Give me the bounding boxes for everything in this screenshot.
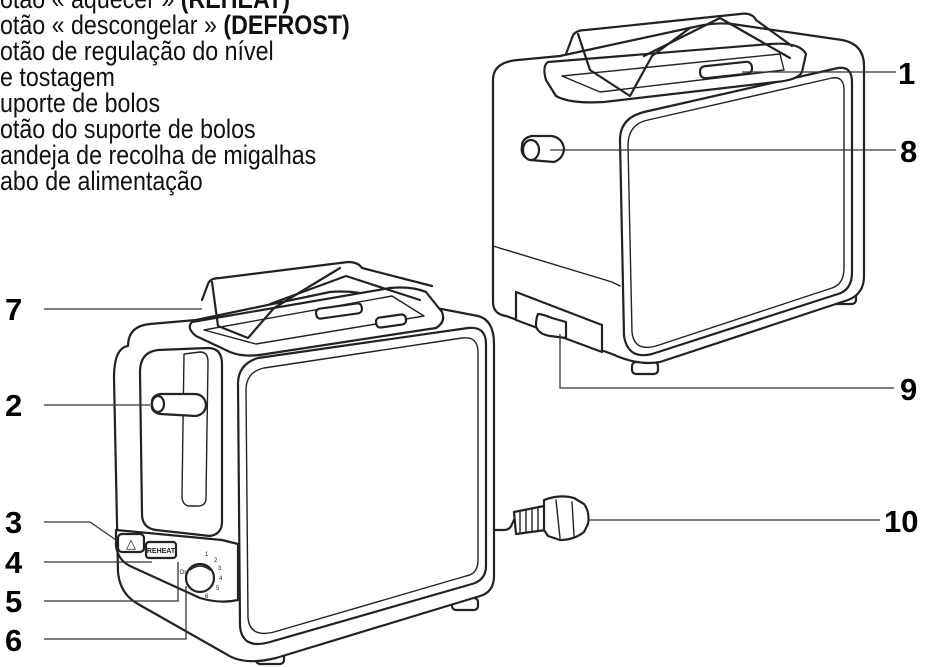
legend-item-bun-rack: uporte de bolos (0, 88, 161, 118)
dial-scale-5: 5 (216, 586, 220, 592)
cord-strain-relief (512, 504, 548, 536)
warning-symbol: △ (126, 536, 136, 551)
legend-item-browning-dial-cont: e tostagem (0, 62, 115, 92)
callout-4: 4 (5, 545, 23, 580)
power-cord (492, 495, 590, 542)
callout-8: 8 (900, 134, 917, 169)
leader-3 (44, 521, 117, 541)
browning-dial (184, 562, 216, 594)
bun-rack (200, 260, 434, 302)
front-side-panel-inner (245, 337, 479, 635)
leader-lines (44, 71, 896, 640)
legend-item-reheat: otão « aquecer » (REHEAT) (0, 0, 350, 13)
defrost-button (116, 532, 146, 554)
callout-10: 10 (884, 504, 918, 539)
callout-9: 9 (900, 372, 917, 407)
rear-slot-lever (698, 60, 754, 80)
legend-item-bun-rack-button: otão do suporte de bolos (0, 114, 256, 144)
dial-scale-6: 6 (205, 594, 209, 600)
leader-9 (559, 334, 894, 389)
cord-strain-ridges (519, 507, 539, 533)
parts-legend: otão « aquecer » (REHEAT) otão « descong… (0, 0, 350, 196)
legend-item-power-cord: abo de alimentação (0, 166, 203, 196)
power-plug (542, 495, 590, 542)
cord-wire (492, 514, 518, 532)
front-top-slot-frame (188, 286, 445, 357)
dial-scale-3: 3 (218, 566, 222, 572)
dial-scale-2: 2 (214, 558, 218, 564)
front-slot-lever (314, 302, 364, 320)
front-slot-lever (374, 313, 408, 329)
callout-2: 2 (5, 388, 22, 423)
bun-rack-button-face (521, 138, 541, 162)
leader-6 (44, 586, 187, 640)
legend-item-browning-dial: otão de regulação do nível (0, 36, 274, 66)
rear-bun-rack (564, 12, 794, 56)
bun-rack-wire (268, 274, 422, 306)
callout-6: 6 (5, 623, 22, 658)
front-toaster: △ REHEAT Dr 1 2 3 4 5 6 (112, 260, 496, 666)
power-plug-ridges (555, 499, 575, 539)
callout-3: 3 (5, 505, 22, 540)
crumb-tray-handle (534, 312, 568, 340)
lever-slot (181, 351, 209, 507)
rear-bottom-band (492, 245, 621, 287)
dial-defrost-label: Dr (180, 570, 186, 576)
callout-numbers: 1 2 3 4 5 6 7 8 9 10 (5, 56, 918, 658)
rear-bun-rack-wire (642, 16, 792, 60)
callout-5: 5 (5, 584, 22, 619)
leader-5 (44, 562, 179, 602)
reheat-label: REHEAT (147, 548, 176, 555)
rear-side-panel (618, 66, 854, 357)
callout-1: 1 (898, 56, 915, 91)
lever-channel-panel (138, 346, 224, 538)
dial-scale-4: 4 (219, 576, 223, 582)
front-side-panel (236, 326, 488, 646)
rear-toaster (491, 12, 866, 376)
rear-side-panel-inner (627, 77, 845, 349)
legend-item-crumb-tray: andeja de recolha de migalhas (0, 140, 317, 170)
browning-dial-grip (189, 565, 211, 571)
toasting-lever-tip (150, 394, 166, 414)
legend-item-defrost: otão « descongelar » (DEFROST) (0, 10, 350, 40)
rear-top-slot (561, 53, 785, 93)
reheat-button (144, 540, 178, 560)
dial-scale-1: 1 (205, 552, 209, 558)
callout-7: 7 (5, 292, 22, 327)
